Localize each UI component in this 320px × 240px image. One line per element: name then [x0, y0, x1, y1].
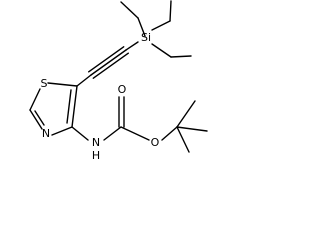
atom-n-ring: N — [42, 127, 50, 140]
ring-n3-c4-bond — [51, 126, 73, 136]
alkyne-bond-1 — [90, 49, 127, 76]
ring-c2-n3-inner-bond — [34, 110, 45, 126]
ethyl2-ch3-bond — [169, 0, 172, 22]
ring-c2-n3-bond — [29, 109, 43, 130]
atom-si: Si — [141, 31, 151, 44]
atom-s: S — [41, 77, 48, 90]
ring-c4-c5-bond — [71, 85, 78, 128]
ethyl3-ch3-bond — [170, 55, 192, 58]
ring-s-c2-bond — [29, 88, 41, 111]
atom-o-ester: O — [151, 136, 160, 149]
alkyne-ring-bond — [76, 74, 92, 87]
thiazole-ring — [29, 82, 78, 136]
si-alkyne-bond — [125, 41, 139, 51]
carbonyl-ester-o-bond — [120, 126, 150, 141]
si-ethyl2-bond — [151, 20, 171, 31]
tert-butyl-group — [176, 100, 208, 153]
si-ethyl3-bond — [151, 43, 172, 58]
tbutyl-me2-bond — [176, 126, 208, 132]
ring-c5-s-bond — [47, 82, 78, 87]
alkyne-linker — [76, 41, 139, 87]
si-ethyl1-bond — [137, 17, 146, 37]
atom-n-amide: N — [92, 136, 100, 149]
tbutyl-me3-bond — [176, 126, 190, 153]
ester-o-tbutyl-bond — [161, 126, 178, 141]
ethyl1-ch3-bond — [120, 1, 139, 19]
triethylsilyl-group — [120, 0, 192, 58]
atom-h-amide: H — [92, 149, 100, 162]
atom-o-carbonyl: O — [118, 83, 127, 96]
c4-nh-bond — [71, 126, 89, 141]
alkyne-bond-3 — [92, 52, 130, 79]
chemical-structure: Si S N N H O O — [29, 0, 208, 162]
nh-carbonyl-bond — [103, 126, 122, 141]
ring-c4-c5-inner-bond — [66, 89, 72, 124]
carbamate-group — [71, 96, 178, 141]
tbutyl-me1-bond — [176, 100, 196, 128]
atom-labels: Si S N N H O O — [41, 31, 160, 162]
alkyne-bond-2 — [87, 46, 125, 73]
